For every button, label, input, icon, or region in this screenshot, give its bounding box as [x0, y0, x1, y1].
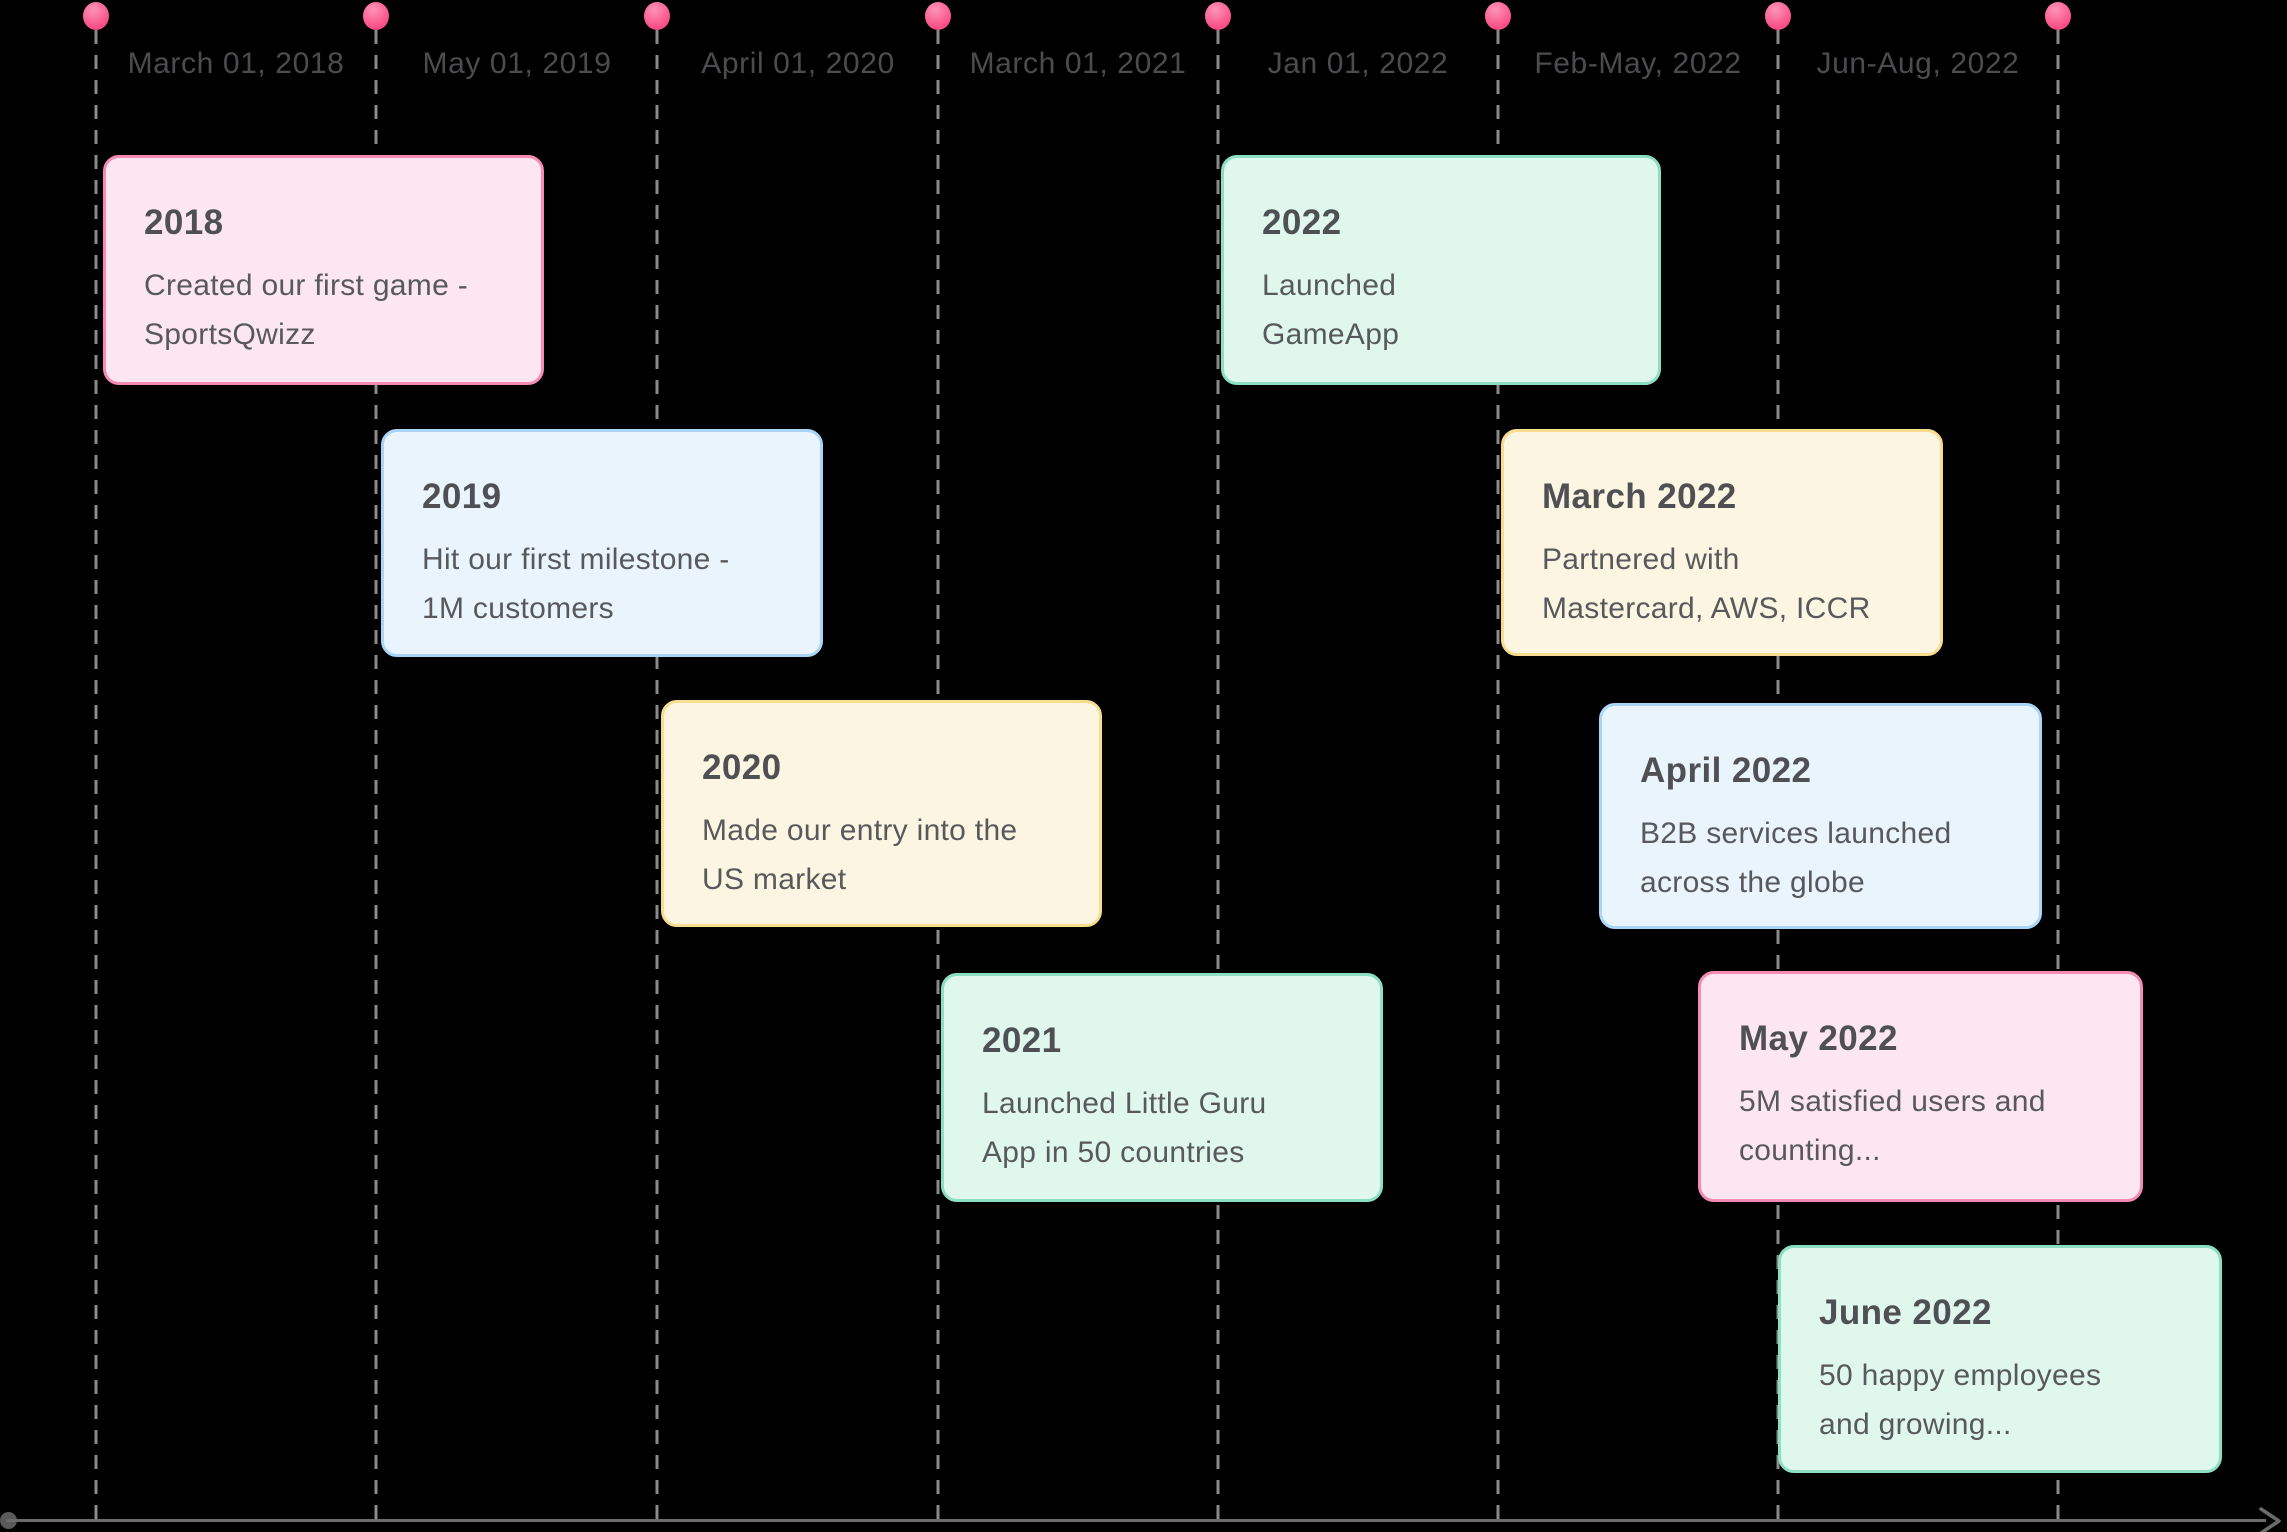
timeline-dashed-line — [1216, 30, 1220, 1519]
milestone-card-title: 2020 — [702, 748, 782, 787]
milestone-card-title: May 2022 — [1739, 1019, 1898, 1058]
milestone-card-title: 2022 — [1262, 203, 1342, 242]
milestone-card-description: Hit our first milestone - 1M customers — [422, 535, 784, 633]
milestone-card-description-line: and growing... — [1819, 1408, 2012, 1441]
timeline-dashed-line — [1496, 30, 1500, 1519]
milestone-card-description-line: B2B services launched — [1640, 817, 1952, 850]
milestone-card-title: 2019 — [422, 477, 502, 516]
timeline-marker-dot — [2045, 2, 2071, 30]
timeline-marker-dot — [1205, 2, 1231, 30]
milestone-card-title: June 2022 — [1819, 1293, 1992, 1332]
milestone-card-description-line: 50 happy employees — [1819, 1359, 2102, 1392]
milestone-card-description-line: SportsQwizz — [144, 318, 316, 351]
date-label: May 01, 2019 — [422, 47, 612, 80]
timeline-marker-dot — [83, 2, 109, 30]
milestone-card-title: 2021 — [982, 1021, 1062, 1060]
milestone-card-description: 5M satisfied users and counting... — [1739, 1077, 2104, 1175]
milestone-card-description-line: Created our first game - — [144, 269, 468, 302]
timeline-dashed-line — [2056, 30, 2060, 1519]
milestone-card-description: Created our first game - SportsQwizz — [144, 261, 505, 359]
milestone-card-description-line: 5M satisfied users and — [1739, 1085, 2046, 1118]
timeline-dashed-line — [94, 30, 98, 1519]
milestone-card-description-line: GameApp — [1262, 318, 1400, 351]
milestone-card-description-line: Launched — [1262, 269, 1397, 302]
milestone-card-description-line: Hit our first milestone - — [422, 543, 730, 576]
date-label: April 01, 2020 — [701, 47, 895, 80]
milestone-card-description-line: 1M customers — [422, 592, 614, 625]
milestone-card-description-line: US market — [702, 863, 847, 896]
axis-line — [6, 1519, 2266, 1522]
milestone-card-description: 50 happy employees and growing... — [1819, 1351, 2183, 1449]
milestone-card-description: Made our entry into the US market — [702, 806, 1063, 904]
timeline-marker-dot — [644, 2, 670, 30]
milestone-card-description-line: Launched Little Guru — [982, 1087, 1267, 1120]
timeline-marker-dot — [925, 2, 951, 30]
milestone-card: June 2022 50 happy employees and growing..… — [1778, 1245, 2222, 1473]
milestone-card-description: B2B services launched across the globe — [1640, 809, 2003, 907]
axis-arrow-icon — [2259, 1507, 2281, 1532]
milestone-card-title: April 2022 — [1640, 751, 1812, 790]
milestone-card-description-line: Mastercard, AWS, ICCR — [1542, 592, 1871, 625]
milestone-card-description-line: Partnered with — [1542, 543, 1740, 576]
timeline-marker-dot — [363, 2, 389, 30]
date-label: Jan 01, 2022 — [1267, 47, 1449, 80]
date-label: March 01, 2018 — [127, 47, 345, 80]
milestone-card-title: 2018 — [144, 203, 224, 242]
date-label: Feb-May, 2022 — [1534, 47, 1742, 80]
milestone-card-description-line: Made our entry into the — [702, 814, 1018, 847]
milestone-card-description-line: across the globe — [1640, 866, 1865, 899]
date-label: March 01, 2021 — [969, 47, 1187, 80]
date-label: Jun-Aug, 2022 — [1816, 47, 2020, 80]
milestone-card: May 2022 5M satisfied users and counting..… — [1698, 971, 2143, 1202]
milestone-card-title: March 2022 — [1542, 477, 1737, 516]
timeline-dashed-line — [374, 30, 378, 1519]
milestone-card-description-line: App in 50 countries — [982, 1136, 1245, 1169]
timeline-marker-dot — [1485, 2, 1511, 30]
timeline-marker-dot — [1765, 2, 1791, 30]
milestone-card-description-line: counting... — [1739, 1134, 1881, 1167]
timeline-dashed-line — [655, 30, 659, 1519]
